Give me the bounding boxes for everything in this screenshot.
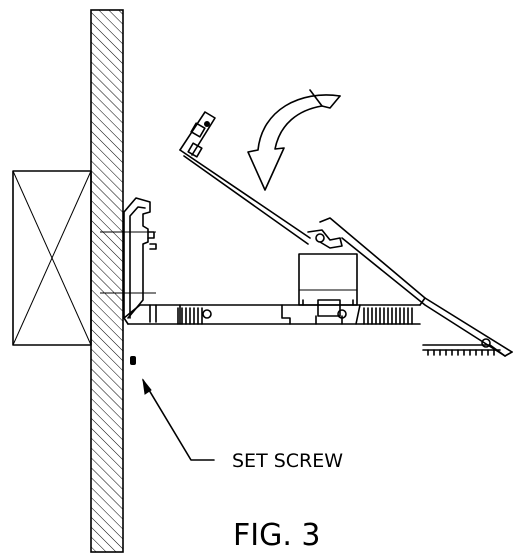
swinging-panel xyxy=(179,111,311,245)
figure-caption: FIG. 3 xyxy=(233,518,321,553)
curved-arrow-icon xyxy=(247,89,341,191)
housing-extrusion xyxy=(123,299,421,325)
mounting-bracket xyxy=(100,197,157,319)
set-screw-label: SET SCREW xyxy=(232,450,343,472)
electrical-box xyxy=(12,170,92,346)
angled-door xyxy=(307,217,513,357)
set-screw xyxy=(130,356,136,365)
set-screw-leader xyxy=(142,378,215,461)
lamp-block xyxy=(298,253,358,306)
wall xyxy=(90,9,124,553)
